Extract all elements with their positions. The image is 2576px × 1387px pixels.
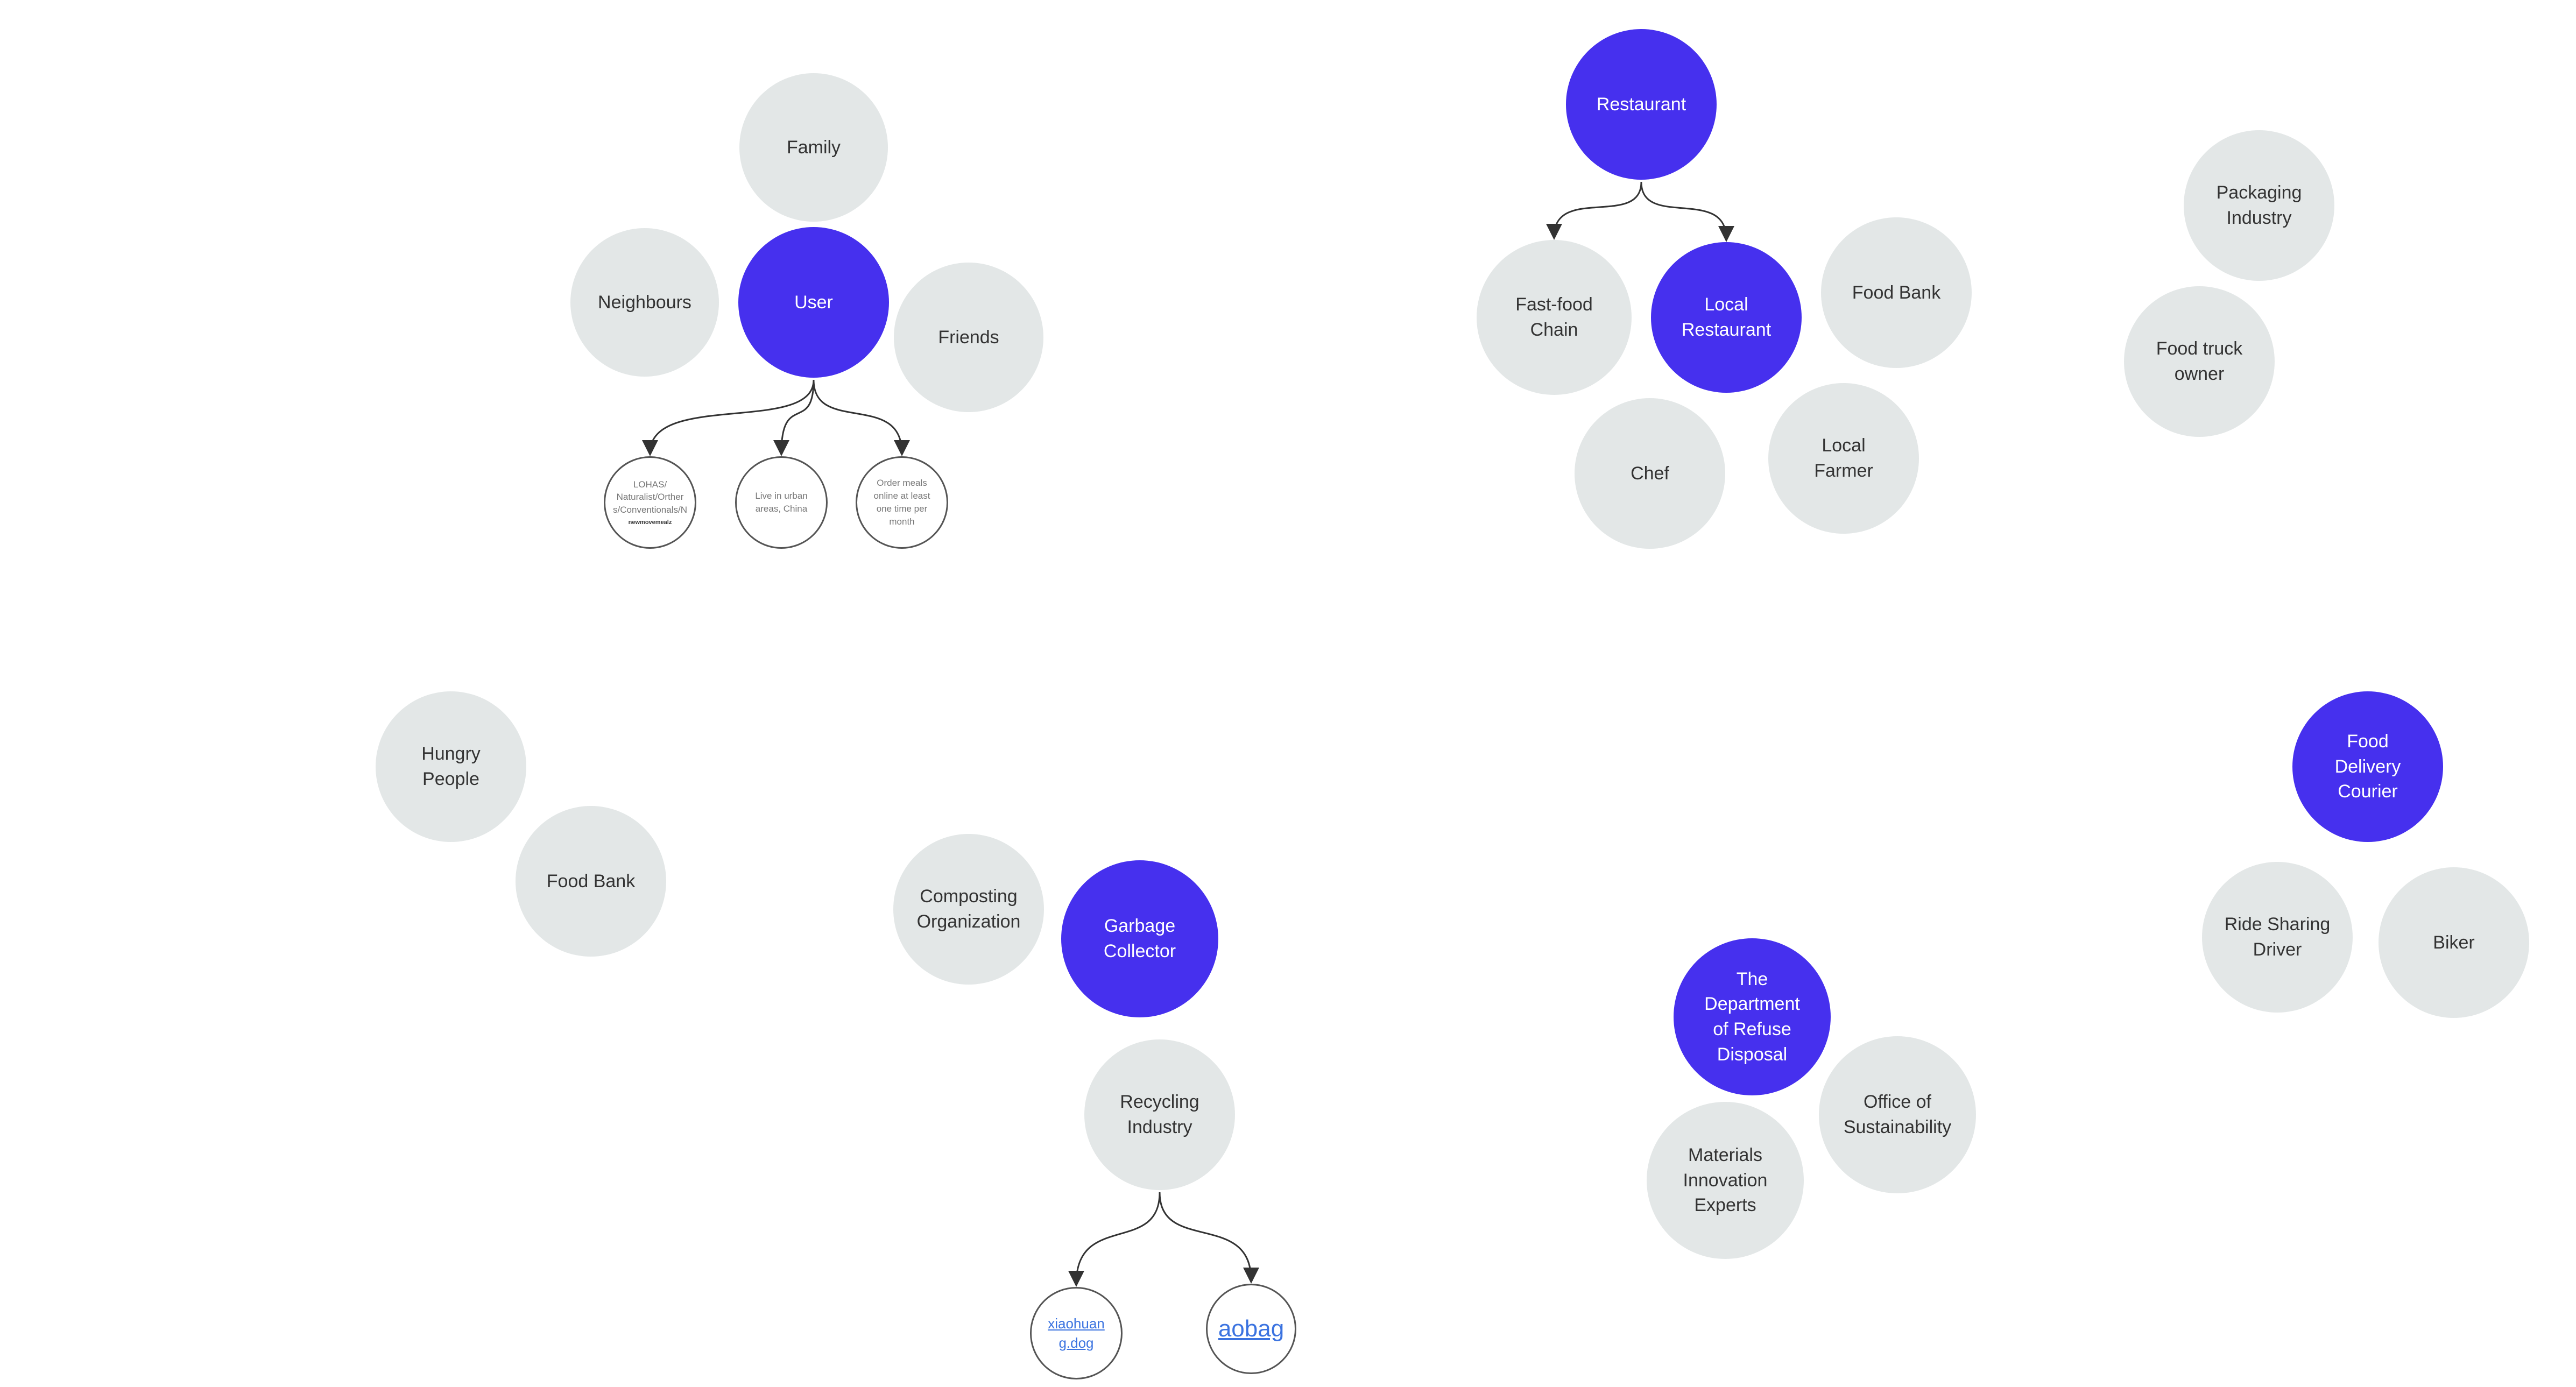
node-label: Food Bank <box>546 871 636 891</box>
node-label: Restaurant <box>1596 94 1686 115</box>
node-local-restaurant[interactable]: Local Restaurant <box>1651 242 1802 393</box>
node-label: Packaging Industry <box>2216 182 2302 228</box>
node-content: Fast-food Chain <box>1515 292 1593 342</box>
node-user-attr-1[interactable]: LOHAS/ Naturalist/Orther s/Conventionals… <box>604 456 696 549</box>
node-local-farmer[interactable]: Local Farmer <box>1768 383 1919 534</box>
node-content: xiaohuan g.dog <box>1048 1314 1105 1353</box>
node-extra-label: newmovemealz <box>628 519 672 526</box>
node-label: Family <box>786 137 841 158</box>
node-content: Materials Innovation Experts <box>1683 1143 1768 1218</box>
node-recycling-industry[interactable]: Recycling Industry <box>1084 1039 1235 1190</box>
node-user-attr-2[interactable]: Live in urban areas, China <box>735 456 828 549</box>
node-label: Friends <box>938 327 999 348</box>
node-content: Food Bank <box>547 869 635 894</box>
node-label: Office of Sustainability <box>1843 1092 1952 1137</box>
node-friends[interactable]: Friends <box>894 263 1043 412</box>
node-content: Friends <box>938 325 999 350</box>
node-label: Local Farmer <box>1814 435 1873 481</box>
connector-user-to-user-attr-1[interactable] <box>642 379 815 456</box>
node-content: Local Farmer <box>1814 433 1873 483</box>
node-content: Neighbours <box>598 290 691 315</box>
node-content: Composting Organization <box>917 884 1021 934</box>
node-content: Restaurant <box>1597 92 1686 117</box>
node-label: User <box>794 292 833 313</box>
node-garbage-collector[interactable]: Garbage Collector <box>1061 860 1218 1017</box>
node-content: Ride Sharing Driver <box>2225 912 2331 962</box>
node-label: Composting Organization <box>916 886 1021 932</box>
node-link-xiaohuang[interactable]: xiaohuan g.dog <box>1030 1287 1123 1379</box>
node-food-truck-owner[interactable]: Food truck owner <box>2124 286 2275 437</box>
node-neighbours[interactable]: Neighbours <box>570 228 719 377</box>
node-content: Family <box>787 135 841 160</box>
node-content: Chef <box>1631 461 1669 486</box>
node-label: Recycling Industry <box>1120 1092 1199 1137</box>
node-food-bank-2[interactable]: Food Bank <box>516 806 666 957</box>
node-content: Packaging Industry <box>2217 180 2302 230</box>
node-label: Biker <box>2433 932 2475 953</box>
node-link-text[interactable]: xiaohuan g.dog <box>1048 1315 1105 1351</box>
node-content: Office of Sustainability <box>1844 1089 1951 1140</box>
node-user[interactable]: User <box>738 227 889 378</box>
node-composting-organization[interactable]: Composting Organization <box>893 834 1044 985</box>
node-chef[interactable]: Chef <box>1575 398 1725 549</box>
node-content: Recycling Industry <box>1120 1089 1199 1140</box>
node-label: The Department of Refuse Disposal <box>1704 968 1800 1065</box>
node-content: The Department of Refuse Disposal <box>1704 967 1800 1067</box>
node-content: Local Restaurant <box>1682 292 1771 342</box>
node-food-bank-1[interactable]: Food Bank <box>1821 217 1972 368</box>
node-content: Food Delivery Courier <box>2335 729 2401 804</box>
node-content: Biker <box>2433 930 2474 956</box>
node-label: Chef <box>1631 463 1669 484</box>
connector-user-to-user-attr-3[interactable] <box>813 379 910 456</box>
node-office-of-sustainability[interactable]: Office of Sustainability <box>1819 1036 1976 1193</box>
node-restaurant[interactable]: Restaurant <box>1566 29 1717 180</box>
node-label: Neighbours <box>598 292 691 313</box>
node-content: Food truck owner <box>2156 336 2243 386</box>
node-content: Garbage Collector <box>1104 914 1176 964</box>
node-hungry-people[interactable]: Hungry People <box>376 691 526 842</box>
node-label: Food truck owner <box>2156 338 2243 384</box>
connector-recycling-industry-to-link-aobag[interactable] <box>1159 1192 1259 1284</box>
node-link-text[interactable]: aobag <box>1218 1315 1285 1342</box>
node-content: Food Bank <box>1852 280 1940 306</box>
connector-restaurant-to-fast-food-chain[interactable] <box>1546 181 1642 240</box>
node-label: Local Restaurant <box>1681 294 1772 340</box>
node-label: Food Delivery Courier <box>2334 731 2401 802</box>
node-label: Hungry People <box>421 744 481 789</box>
node-label: Food Bank <box>1852 282 1941 303</box>
node-materials-innovation-experts[interactable]: Materials Innovation Experts <box>1647 1102 1804 1259</box>
connector-recycling-industry-to-link-xiaohuang[interactable] <box>1068 1192 1161 1287</box>
node-dept-refuse-disposal[interactable]: The Department of Refuse Disposal <box>1674 938 1831 1095</box>
node-content: aobag <box>1218 1312 1284 1346</box>
node-label: Live in urban areas, China <box>755 491 808 514</box>
node-label: Fast-food Chain <box>1515 294 1593 340</box>
node-link-aobag[interactable]: aobag <box>1206 1284 1296 1374</box>
node-user-attr-3[interactable]: Order meals online at least one time per… <box>856 456 948 549</box>
connector-restaurant-to-local-restaurant[interactable] <box>1640 181 1734 242</box>
node-fast-food-chain[interactable]: Fast-food Chain <box>1477 240 1632 395</box>
node-label: LOHAS/ Naturalist/Orther s/Conventionals… <box>613 479 687 515</box>
node-packaging-industry[interactable]: Packaging Industry <box>2184 130 2334 281</box>
node-label: Ride Sharing Driver <box>2224 914 2331 960</box>
node-content: User <box>794 290 833 315</box>
node-biker[interactable]: Biker <box>2379 867 2529 1018</box>
node-content: LOHAS/ Naturalist/Orther s/Conventionals… <box>613 478 687 527</box>
node-label: Garbage Collector <box>1103 916 1176 961</box>
node-content: Hungry People <box>421 741 481 791</box>
node-family[interactable]: Family <box>739 73 888 222</box>
node-content: Live in urban areas, China <box>746 490 816 515</box>
node-label: Materials Innovation Experts <box>1683 1145 1768 1216</box>
node-food-delivery-courier[interactable]: Food Delivery Courier <box>2292 691 2443 842</box>
node-ride-sharing-driver[interactable]: Ride Sharing Driver <box>2202 862 2353 1013</box>
node-content: Order meals online at least one time per… <box>867 477 937 528</box>
connector-user-to-user-attr-2[interactable] <box>773 379 815 456</box>
node-label: Order meals online at least one time per… <box>873 478 930 527</box>
